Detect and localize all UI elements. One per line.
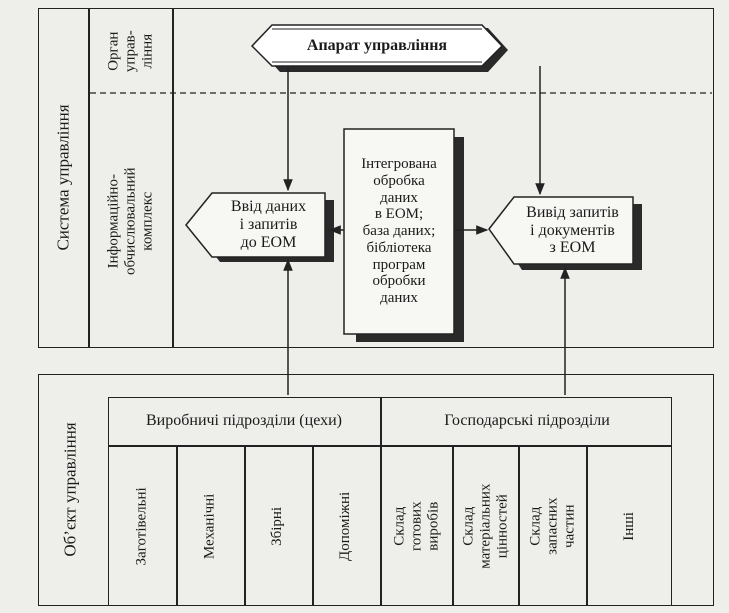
organ-label: Орган управ- ління: [105, 30, 155, 72]
control-system-frame: [38, 8, 714, 348]
central-block-text: Інтегрована обробка даних в ЕОМ; база да…: [361, 155, 437, 307]
production-unit: Збірні: [269, 506, 286, 546]
economic-header: Господарські підрозділи: [444, 412, 610, 430]
econ-col-divider: [586, 446, 588, 606]
system-label: Система управління: [53, 104, 73, 252]
complex-label: Інформаційно- обчислювальний комплекс: [105, 167, 155, 275]
object-label: Об’єкт управління: [60, 422, 80, 558]
group-divider: [380, 397, 382, 606]
economic-unit: Склад готових виробів: [391, 501, 441, 551]
economic-unit: Склад матеріальних цінностей: [460, 483, 510, 569]
units-table: [108, 397, 672, 606]
input-block-frame: [185, 192, 326, 258]
input-block-text: Ввід даних і запитів до ЕОМ: [230, 198, 307, 251]
production-unit: Заготівельні: [133, 486, 150, 566]
prod-col-divider: [244, 446, 246, 606]
banner-frame: [250, 24, 504, 67]
units-header-divider: [108, 445, 672, 447]
econ-col-divider: [452, 446, 454, 606]
economic-unit: Склад запасних частин: [527, 497, 577, 555]
central-block-frame: [343, 128, 455, 335]
output-block-text: Вивід запитів і документів з ЕОМ: [526, 203, 619, 257]
production-unit: Механічні: [201, 493, 218, 559]
control-system-divider: [88, 8, 90, 348]
prod-col-divider: [312, 446, 314, 606]
label-column-divider: [172, 8, 174, 348]
econ-col-divider: [518, 446, 520, 606]
apparatus-title: Апарат управління: [306, 36, 448, 54]
output-block-frame: [488, 196, 634, 265]
prod-col-divider: [176, 446, 178, 606]
production-unit: Допоміжні: [337, 491, 354, 561]
production-header: Виробничі підрозділи (цехи): [146, 412, 342, 430]
economic-unit: Інші: [621, 511, 638, 541]
